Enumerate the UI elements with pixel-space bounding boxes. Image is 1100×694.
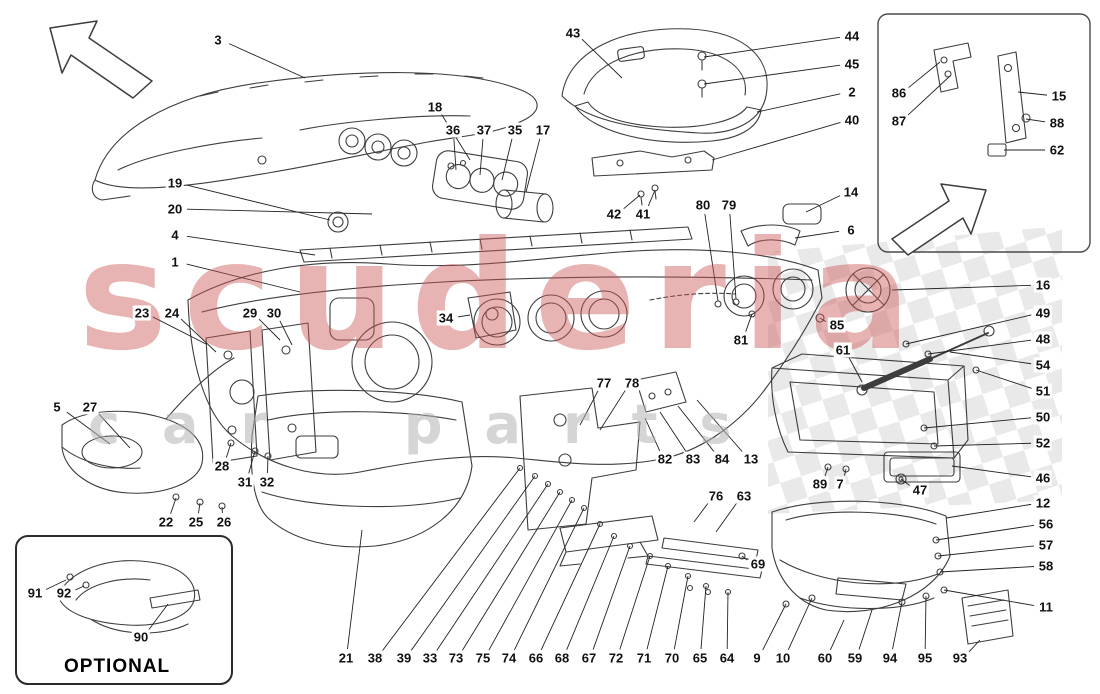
direction-arrow-inset <box>891 183 987 256</box>
direction-arrow-top-left <box>49 20 153 99</box>
glovebox-frame <box>771 325 995 485</box>
hardware-inset-box <box>877 13 1091 256</box>
glovebox-lid <box>771 500 1014 645</box>
checkered-flag-watermark <box>768 226 1062 514</box>
left-air-duct <box>61 357 235 510</box>
optional-inset-box <box>15 535 233 685</box>
center-column-bracket <box>516 371 687 531</box>
air-vent-round <box>740 203 891 313</box>
main-dashboard-panel <box>187 249 825 475</box>
trim-strip <box>299 226 693 263</box>
lower-center-brackets <box>559 515 763 596</box>
steering-cowl <box>561 28 768 206</box>
dashboard-top-cover <box>91 72 538 201</box>
gauge-bezel-plate <box>431 150 529 210</box>
air-tube <box>327 189 554 233</box>
leader-lines <box>45 36 1048 653</box>
knee-panel <box>250 389 473 548</box>
left-mounting-plates <box>205 322 317 464</box>
optional-box-label: OPTIONAL <box>64 656 171 677</box>
